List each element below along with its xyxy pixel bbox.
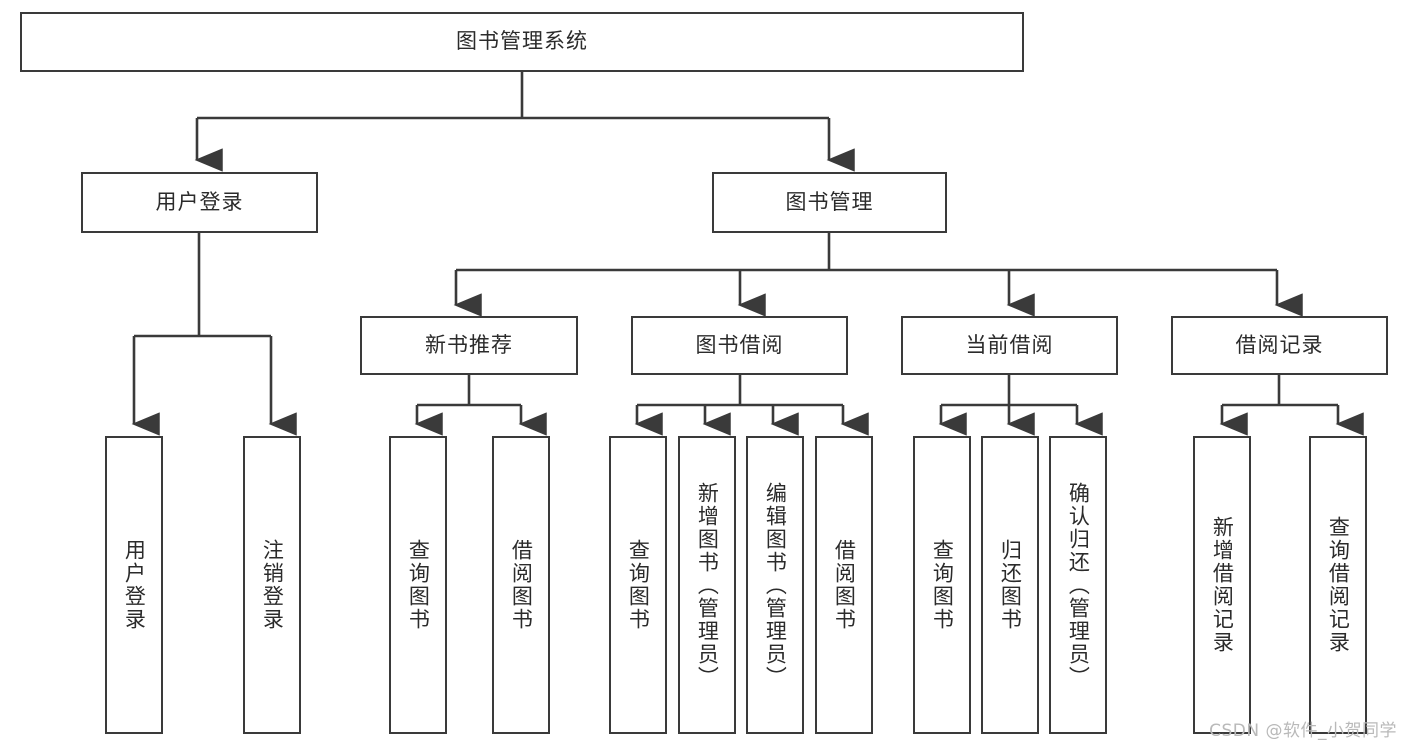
node-book-borrow[interactable]: 图书借阅: [631, 316, 848, 375]
leaf-borrow-add-book-admin[interactable]: 新增图书（管理员）: [678, 436, 736, 734]
node-current-borrow[interactable]: 当前借阅: [901, 316, 1118, 375]
node-label: 当前借阅: [965, 332, 1054, 357]
leaf-borrow-borrow-book[interactable]: 借阅图书: [815, 436, 873, 734]
leaf-records-query-record[interactable]: 查询借阅记录: [1309, 436, 1367, 734]
node-label: 图书管理: [785, 189, 874, 214]
node-root-book-management-system[interactable]: 图书管理系统: [20, 12, 1024, 72]
node-label: 新增图书（管理员）: [695, 481, 720, 689]
leaf-current-confirm-return-admin[interactable]: 确认归还（管理员）: [1049, 436, 1107, 734]
leaf-borrow-edit-book-admin[interactable]: 编辑图书（管理员）: [746, 436, 804, 734]
node-book-management[interactable]: 图书管理: [712, 172, 947, 233]
node-label: 图书借阅: [695, 332, 784, 357]
node-label: 用户登录: [122, 539, 147, 631]
node-label: 编辑图书（管理员）: [763, 481, 788, 689]
leaf-records-add-record[interactable]: 新增借阅记录: [1193, 436, 1251, 734]
leaf-current-query-book[interactable]: 查询图书: [913, 436, 971, 734]
node-label: 新书推荐: [425, 332, 513, 357]
node-label: 借阅记录: [1235, 332, 1324, 357]
node-label: 借阅图书: [509, 539, 534, 631]
node-label: 图书管理系统: [456, 29, 588, 54]
leaf-recommend-query-book[interactable]: 查询图书: [389, 436, 447, 734]
node-borrow-records[interactable]: 借阅记录: [1171, 316, 1388, 375]
node-label: 借阅图书: [832, 539, 857, 631]
node-label: 查询图书: [930, 539, 955, 631]
leaf-user-login[interactable]: 用户登录: [105, 436, 163, 734]
leaf-current-return-book[interactable]: 归还图书: [981, 436, 1039, 734]
node-label: 注销登录: [260, 539, 285, 631]
leaf-logout[interactable]: 注销登录: [243, 436, 301, 734]
node-label: 归还图书: [998, 539, 1023, 631]
node-label: 确认归还（管理员）: [1066, 481, 1091, 689]
node-label: 查询图书: [406, 539, 431, 631]
node-label: 查询借阅记录: [1326, 516, 1351, 654]
leaf-recommend-borrow-book[interactable]: 借阅图书: [492, 436, 550, 734]
leaf-borrow-query-book[interactable]: 查询图书: [609, 436, 667, 734]
node-label: 新增借阅记录: [1210, 516, 1235, 654]
node-label: 查询图书: [626, 539, 651, 631]
node-label: 用户登录: [155, 189, 244, 214]
node-new-book-recommend[interactable]: 新书推荐: [360, 316, 578, 375]
csdn-watermark: CSDN @软件_小贺同学: [1209, 721, 1397, 741]
node-user-login[interactable]: 用户登录: [81, 172, 318, 233]
